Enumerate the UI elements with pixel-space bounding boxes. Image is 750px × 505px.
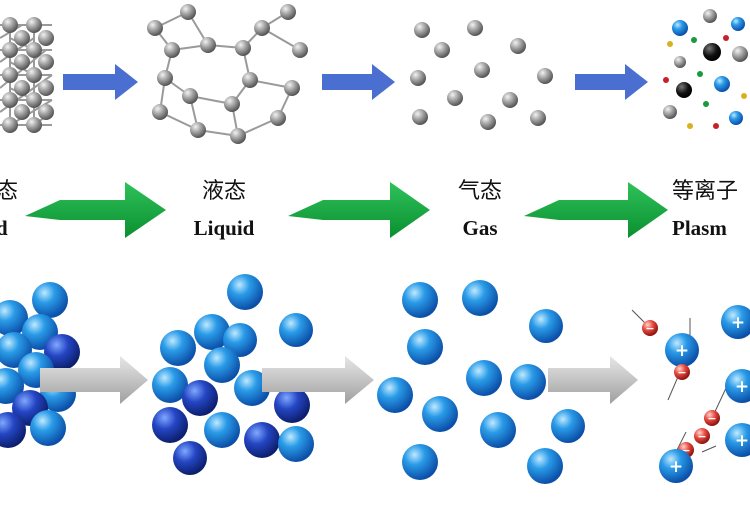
gas-atoms: [410, 20, 553, 130]
positive-ion-1: [665, 333, 699, 367]
positive-sign-4: +: [735, 377, 749, 397]
row-sphere-models: −++−+−−+−+: [0, 274, 750, 484]
negative-sign-5: −: [707, 412, 716, 425]
plasma-ions: −++−+−−+−+: [631, 305, 750, 483]
positive-ion-9: [659, 449, 693, 483]
row-labels-arrows: [25, 182, 668, 238]
negative-ion-6: [694, 428, 710, 444]
liquid-atoms: [147, 4, 308, 144]
solid-label-en: d: [0, 216, 8, 240]
positive-ion-7: [725, 423, 750, 457]
transition-arrow-2: [322, 64, 395, 100]
state-labels: 态 d 液态 Liquid 气态 Gas 等离子 Plasm: [0, 178, 738, 240]
gray-arrow-2: [262, 356, 374, 404]
gas-spheres: [377, 280, 585, 484]
transition-arrow-1: [63, 64, 138, 100]
negative-sign-3: −: [677, 366, 686, 379]
liquid-label-cn: 液态: [202, 178, 246, 203]
negative-sign-0: −: [645, 322, 654, 335]
negative-sign-8: −: [681, 444, 690, 457]
plasma-label-en: Plasm: [672, 216, 727, 240]
positive-sign-2: +: [731, 313, 745, 333]
liquid-label-en: Liquid: [194, 216, 255, 240]
gray-arrow-3: [548, 356, 638, 404]
green-arrow-2: [288, 182, 430, 238]
positive-sign-1: +: [675, 341, 689, 361]
plasma-label-cn: 等离子: [672, 178, 738, 203]
negative-ion-0: [642, 320, 658, 336]
green-arrow-1: [25, 182, 166, 238]
negative-ion-3: [674, 364, 690, 380]
positive-sign-7: +: [735, 431, 749, 451]
plasma-particles: [663, 9, 748, 129]
row-molecules: [0, 4, 748, 144]
transition-arrow-3: [575, 64, 648, 100]
solid-atoms: [2, 17, 54, 133]
liquid-sphere-cluster: [152, 274, 314, 475]
positive-ion-2: [721, 305, 750, 339]
positive-ion-4: [725, 369, 750, 403]
negative-sign-6: −: [697, 430, 706, 443]
solid-sphere-cluster: [0, 282, 80, 448]
gas-label-en: Gas: [462, 216, 497, 240]
gas-label-cn: 气态: [458, 178, 502, 203]
green-arrow-3: [524, 182, 668, 238]
positive-sign-9: +: [669, 457, 683, 477]
negative-ion-5: [704, 410, 720, 426]
solid-label-cn: 态: [0, 178, 18, 203]
gray-arrow-1: [40, 356, 148, 404]
